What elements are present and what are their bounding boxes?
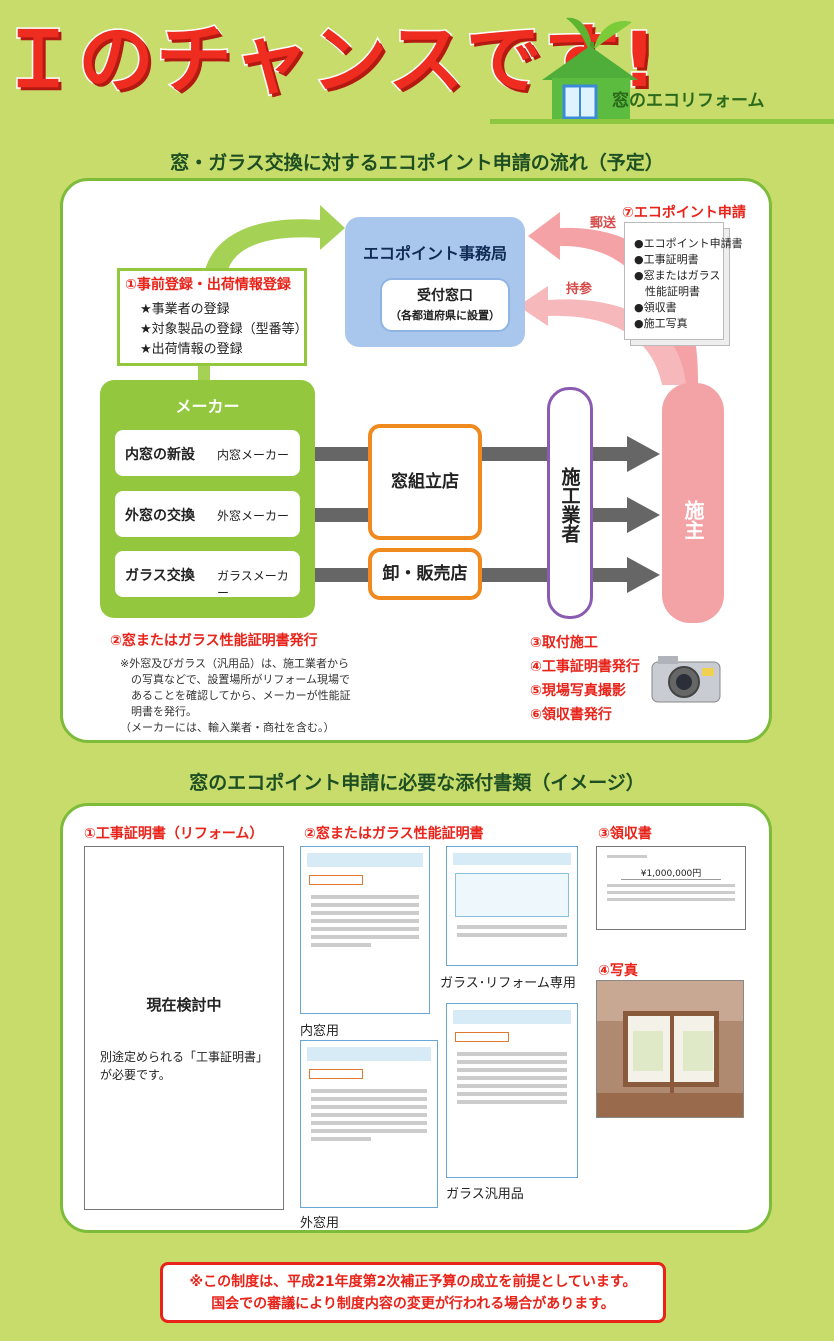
glass-reform-label: ガラス･リフォーム専用 — [440, 976, 576, 991]
owner-label: 施主 — [681, 500, 705, 540]
construction-cert-note: 別途定められる「工事証明書」 が必要です。 — [100, 1048, 268, 1084]
owner-box — [662, 383, 724, 623]
glass-general-label: ガラス汎用品 — [446, 1187, 524, 1202]
contractor-box — [547, 387, 593, 619]
step-item: ④工事証明書発行 — [530, 659, 640, 675]
cert-note: ※外窓及びガラス（汎用品）は、施工業者から の写真などで、設置場所がリフォーム現… — [120, 656, 351, 736]
glass-reform-cert-doc — [446, 846, 578, 966]
reception-window — [380, 278, 510, 332]
application-list: ●エコポイント申請書 ●工事証明書 ●窓またはガラス 性能証明書 ●領収書 ●施… — [634, 236, 743, 332]
application-title: ⑦エコポイント申請 — [622, 205, 746, 221]
flow-title: 窓・ガラス交換に対するエコポイント申請の流れ（予定） — [170, 152, 664, 174]
office-title: エコポイント事務局 — [362, 244, 507, 263]
cert-note-line: あることを確認してから、メーカーが性能証 — [120, 689, 351, 702]
construction-cert-title: ①工事証明書（リフォーム） — [84, 826, 264, 842]
mail-label: 郵送 — [590, 216, 617, 231]
window-photo — [596, 980, 744, 1118]
maker-row: 外窓の交換 外窓メーカー — [115, 491, 300, 537]
construction-cert-doc — [84, 846, 284, 1210]
pre-registration-box — [117, 268, 307, 366]
footer-line: ※この制度は、平成21年度第2次補正予算の成立を前提としています。 — [189, 1274, 637, 1290]
receipt-title: ③領収書 — [598, 826, 652, 842]
application-item: 性能証明書 — [634, 285, 700, 298]
contractor-label: 施工業者 — [558, 467, 581, 543]
reception-window-title: 受付窓口 — [417, 288, 473, 304]
step-item: ⑤現場写真撮影 — [530, 683, 626, 699]
maker-row: ガラス交換 ガラスメーカー — [115, 551, 300, 600]
cert-note-line: ※外窓及びガラス（汎用品）は、施工業者から — [120, 657, 349, 670]
receipt-doc: ¥1,000,000円 — [596, 846, 746, 930]
note-line: 別途定められる「工事証明書」 — [100, 1050, 269, 1064]
bring-label: 持参 — [566, 282, 593, 297]
attachments-title: 窓のエコポイント申請に必要な添付書類（イメージ） — [189, 772, 645, 794]
application-item: ●領収書 — [634, 301, 677, 314]
house-sprout-icon — [542, 17, 638, 124]
photo-title: ④写真 — [598, 963, 638, 979]
maker-row-sub: ガラスメーカー — [217, 569, 289, 600]
performance-cert-title: ②窓またはガラス性能証明書 — [304, 826, 484, 842]
cert-note-line: （メーカーには、輸入業者・商社を含む。） — [120, 721, 335, 734]
reception-window-sub: （各都道府県に設置） — [390, 309, 500, 322]
construction-cert-status: 現在検討中 — [146, 996, 222, 1014]
headline: Ｉのチャンスです! — [0, 15, 659, 104]
application-doc — [624, 222, 724, 340]
application-item: ●工事証明書 — [634, 253, 699, 266]
maker-row-sub: 内窓メーカー — [217, 448, 290, 462]
inner-window-cert-doc — [300, 846, 430, 1014]
application-item: ●施工写真 — [634, 317, 688, 330]
outer-window-cert-doc — [300, 1040, 438, 1208]
receipt-amount: ¥1,000,000円 — [621, 866, 721, 880]
shop-assembly: 窓組立店 — [368, 424, 482, 540]
pre-registration-item: ★対象製品の登録（型番等） — [140, 322, 308, 337]
cert-note-line: 明書を発行。 — [120, 705, 197, 718]
inner-window-label: 内窓用 — [300, 1024, 340, 1039]
pre-registration-item: ★出荷情報の登録 — [140, 342, 243, 357]
maker-row-label: ガラス交換 — [125, 568, 195, 584]
footer-line: 国会での審議により制度内容の変更が行われる場合があります。 — [211, 1296, 615, 1312]
pre-registration-title: ①事前登録・出荷情報登録 — [125, 277, 291, 293]
badge-label: 窓のエコリフォーム — [612, 91, 765, 111]
camera-icon — [651, 656, 721, 703]
footer-notice: ※この制度は、平成21年度第2次補正予算の成立を前提としています。 国会での審議… — [160, 1262, 666, 1323]
application-item: ●エコポイント申請書 — [634, 237, 743, 250]
application-item: ●窓またはガラス — [634, 269, 721, 282]
step-item: ③取付施工 — [530, 635, 598, 651]
pre-registration-item: ★事業者の登録 — [140, 302, 230, 317]
shop-wholesale: 卸・販売店 — [368, 548, 482, 600]
step-item: ⑥領収書発行 — [530, 707, 612, 723]
maker-row-sub: 外窓メーカー — [217, 509, 290, 523]
glass-general-cert-doc — [446, 1003, 578, 1178]
maker-title: メーカー — [175, 397, 240, 416]
note-line: が必要です。 — [100, 1068, 171, 1082]
header-divider — [490, 119, 834, 124]
outer-window-label: 外窓用 — [300, 1216, 340, 1231]
cert-note-line: の写真などで、設置場所がリフォーム現場で — [120, 673, 351, 686]
maker-row: 内窓の新設 内窓メーカー — [115, 430, 300, 476]
maker-row-label: 外窓の交換 — [125, 508, 195, 524]
maker-row-label: 内窓の新設 — [125, 447, 195, 463]
cert-issue-title: ②窓またはガラス性能証明書発行 — [110, 633, 318, 649]
